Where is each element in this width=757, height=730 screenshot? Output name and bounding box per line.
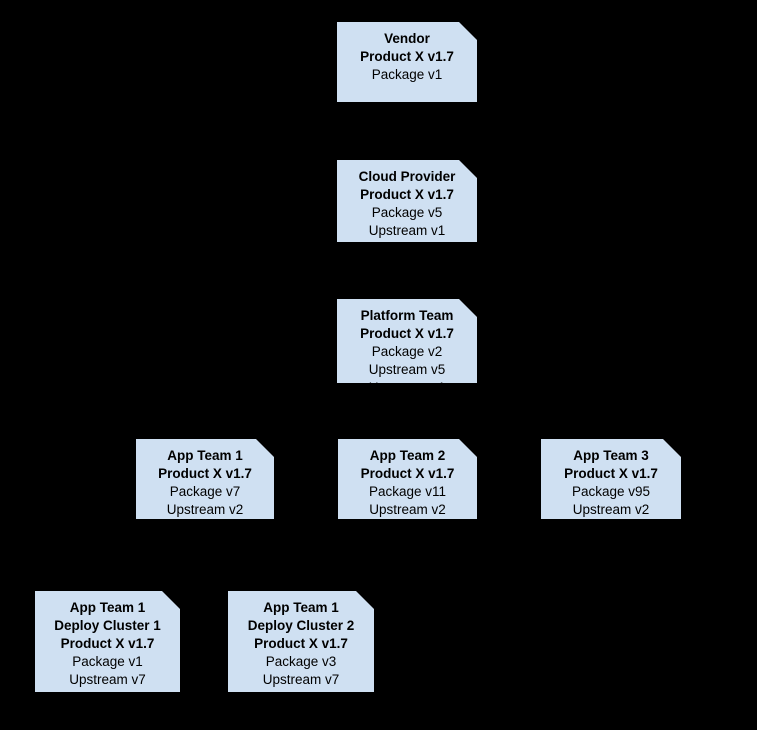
app-team-3-node-line-3: Package v95 xyxy=(571,484,651,499)
app-team-2-node-line-4: Upstream v2 xyxy=(369,502,446,517)
app-team-1-deploy-cluster-2-node: App Team 1 Deploy Cluster 2 Product X v1.7… xyxy=(228,591,374,692)
app-team-2-node-line-1: App Team 2 xyxy=(369,448,446,463)
platform-team-node-line-1: Platform Team xyxy=(360,308,454,323)
platform-team-node-line-3: Package v2 xyxy=(371,344,443,359)
app-team-1-deploy-cluster-1-node: App Team 1 Deploy Cluster 1 Product X v1.7… xyxy=(35,591,180,692)
app-team-1-deploy-cluster-1-node-line-5: Upstream v7 xyxy=(69,672,146,687)
app-team-1-deploy-cluster-1-node-line-1: App Team 1 xyxy=(69,600,146,615)
platform-team-node-line-4: Upstream v5 xyxy=(368,362,446,377)
app-team-1-deploy-cluster-2-node-line-4: Package v3 xyxy=(265,654,337,669)
vendor-node-line-1: Vendor xyxy=(384,31,430,46)
app-team-1-node-line-2: Product X v1.7 xyxy=(158,466,252,481)
app-team-1-deploy-cluster-2-node-line-5: Upstream v7 xyxy=(262,672,340,687)
cloud-provider-node-line-4: Upstream v1 xyxy=(368,223,446,238)
app-team-1-node-line-4: Upstream v2 xyxy=(166,502,244,517)
platform-team-node-line-2: Product X v1.7 xyxy=(360,326,454,341)
app-team-3-node-line-4: Upstream v2 xyxy=(572,502,650,517)
app-team-2-node-line-2: Product X v1.7 xyxy=(360,466,455,481)
cloud-provider-node-line-1: Cloud Provider xyxy=(358,169,456,184)
platform-team-node-line-5: Upstream v1 xyxy=(337,379,477,383)
app-team-1-deploy-cluster-2-node-line-2: Deploy Cluster 2 xyxy=(247,618,355,633)
vendor-node-line-3: Package v1 xyxy=(371,67,443,82)
vendor-node-line-2: Product X v1.7 xyxy=(360,49,454,64)
app-team-1-deploy-cluster-1-node-line-4: Package v1 xyxy=(72,654,143,669)
app-team-2-node-line-3: Package v11 xyxy=(368,484,447,499)
app-team-1-node-line-3: Package v7 xyxy=(169,484,241,499)
app-team-1-deploy-cluster-1-node-line-2: Deploy Cluster 1 xyxy=(54,618,161,633)
app-team-1-node-line-1: App Team 1 xyxy=(167,448,243,463)
cloud-provider-node-line-2: Product X v1.7 xyxy=(360,187,454,202)
app-team-3-node-line-2: Product X v1.7 xyxy=(564,466,658,481)
app-team-1-deploy-cluster-1-node-line-3: Product X v1.7 xyxy=(60,636,155,651)
cloud-provider-node-line-3: Package v5 xyxy=(371,205,443,220)
app-team-3-node-line-1: App Team 3 xyxy=(573,448,649,463)
app-team-1-deploy-cluster-2-node-line-1: App Team 1 xyxy=(263,600,339,615)
app-team-1-deploy-cluster-2-node-line-3: Product X v1.7 xyxy=(254,636,348,651)
